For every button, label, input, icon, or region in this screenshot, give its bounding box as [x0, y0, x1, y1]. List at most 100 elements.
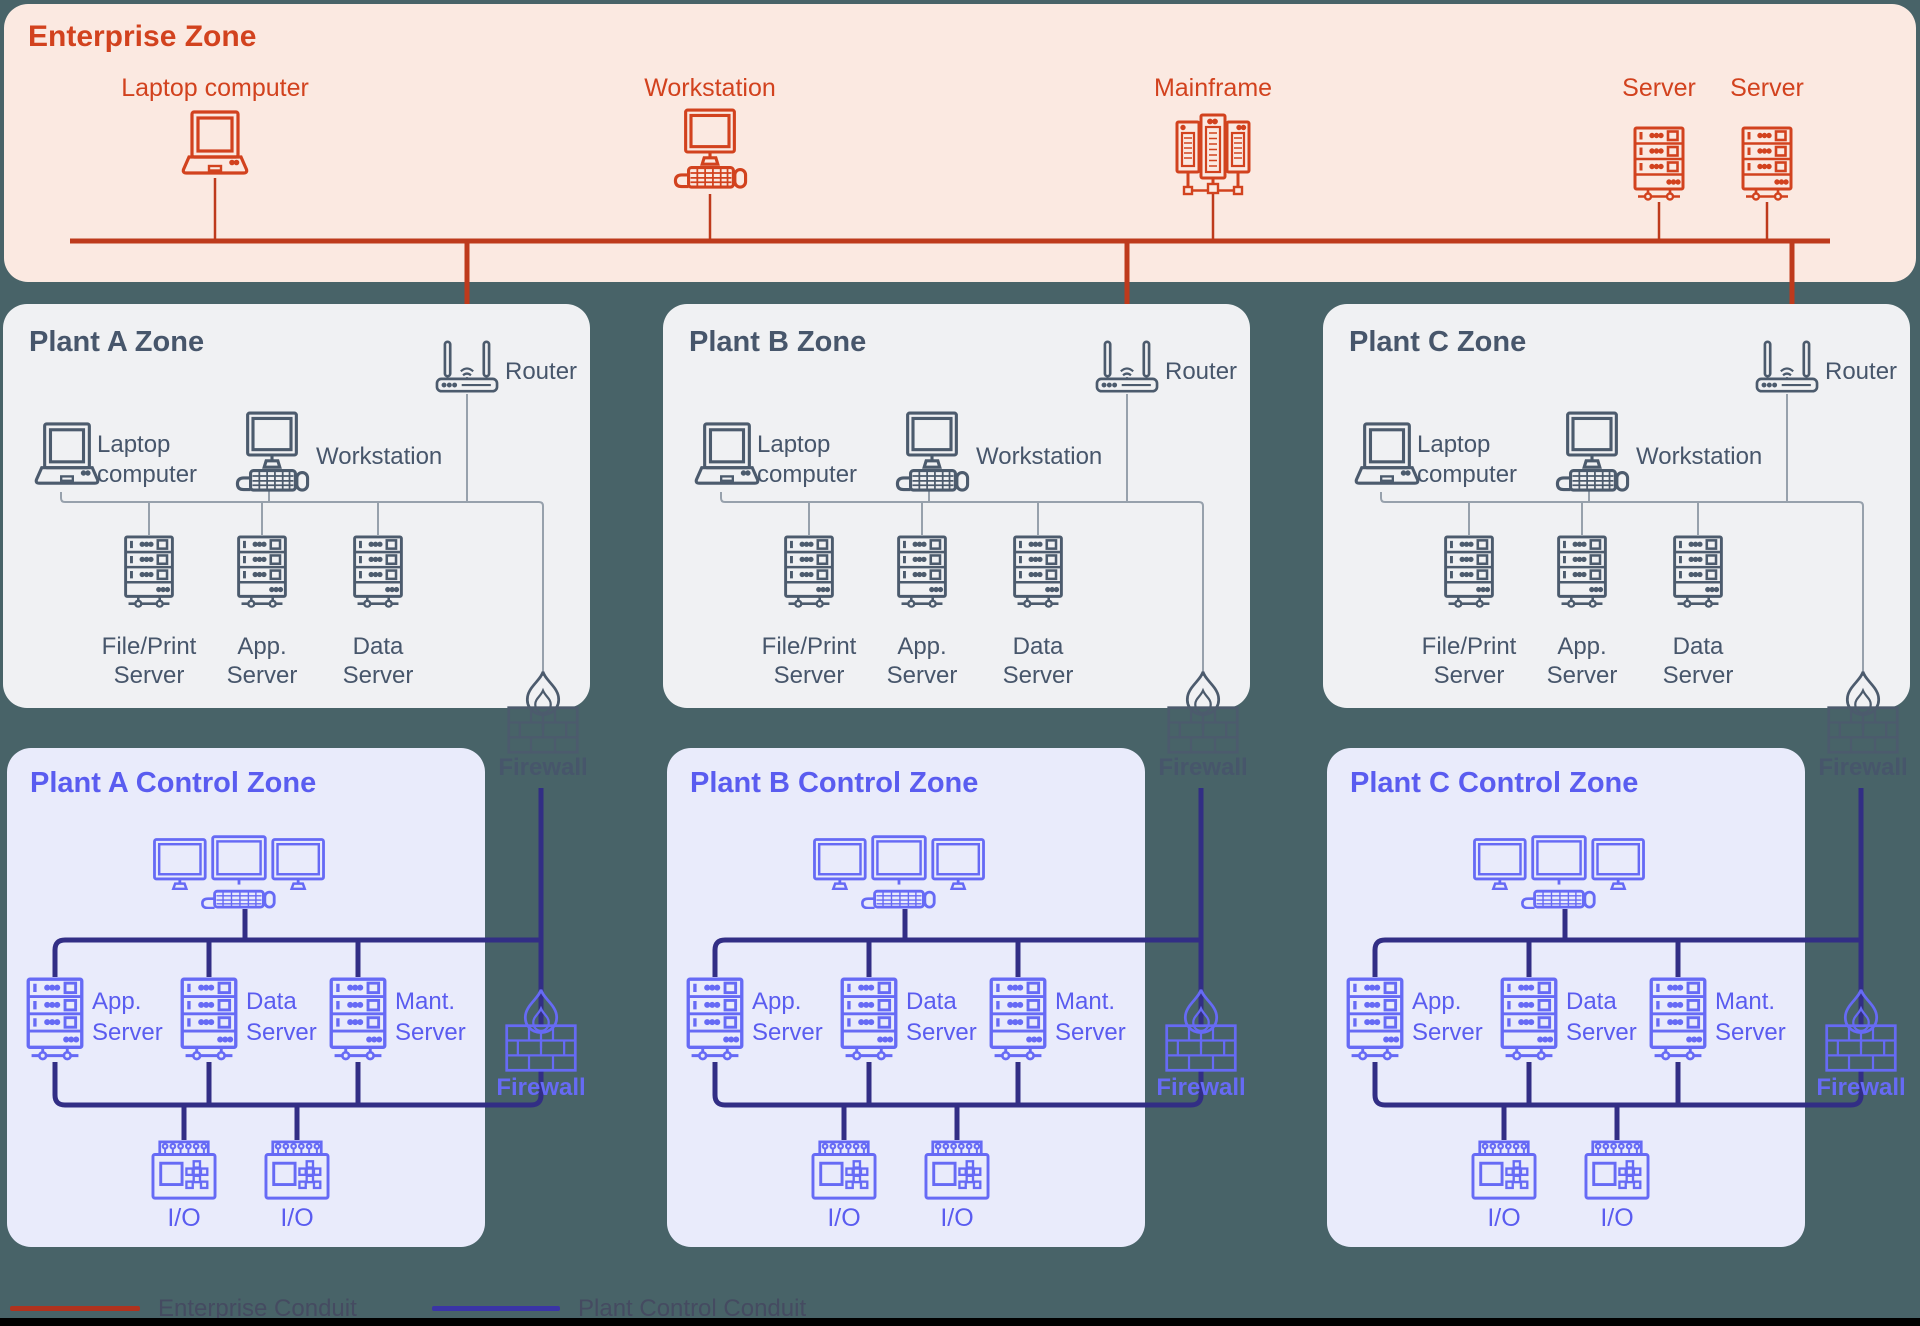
server-icon: [1633, 126, 1685, 204]
server-label: App.Server: [1412, 988, 1483, 1046]
server-icon: [236, 535, 288, 611]
io-label: I/O: [1600, 1204, 1634, 1232]
firewall-icon: [507, 670, 579, 754]
server-label: Mant.Server: [1715, 988, 1786, 1046]
firewall-label: Firewall: [1816, 1074, 1906, 1101]
laptop-icon: [1349, 422, 1425, 490]
server-icon: [686, 977, 744, 1064]
server-icon: [989, 977, 1047, 1064]
plant-c-firewall: Firewall: [1803, 670, 1920, 782]
server-icon: [352, 535, 404, 611]
laptop-icon: [29, 422, 105, 490]
server-label: App.Server: [92, 988, 163, 1046]
control-workstation-icon: [810, 832, 988, 909]
router-icon: [1095, 340, 1159, 393]
firewall-label: Firewall: [1158, 754, 1248, 781]
firewall-label: Firewall: [498, 754, 588, 781]
zone-title: Plant A Zone: [29, 326, 205, 358]
io-module-icon: [1471, 1138, 1537, 1202]
server-icon: [180, 977, 238, 1064]
io-label: I/O: [1487, 1204, 1521, 1232]
io-module-icon: [1584, 1138, 1650, 1202]
server-label: App.Server: [1546, 633, 1618, 689]
zone-title: Plant B Control Zone: [690, 767, 979, 799]
server-label: App.Server: [226, 633, 298, 689]
workstation-label: Workstation: [976, 443, 1103, 470]
workstation-label: Workstation: [316, 443, 443, 470]
firewall-icon: [505, 988, 577, 1072]
server-icon: [896, 535, 948, 611]
enterprise-device-label: Laptop computer: [121, 74, 309, 102]
firewall-icon: [1167, 670, 1239, 754]
server-icon: [1346, 977, 1404, 1064]
firewall-label: Firewall: [496, 1074, 586, 1101]
workstation-icon: [894, 411, 970, 499]
io-module-icon: [264, 1138, 330, 1202]
io-label: I/O: [940, 1204, 974, 1232]
bottom-bar: [0, 1318, 1920, 1326]
mainframe-icon: [1173, 112, 1253, 198]
server-icon: [1649, 977, 1707, 1064]
io-label: I/O: [280, 1204, 314, 1232]
plant-a-firewall: Firewall: [483, 670, 603, 782]
zone-title: Plant B Zone: [689, 326, 867, 358]
control-workstation-icon: [150, 832, 328, 909]
legend-plant-control-conduit-label: Plant Control Conduit: [578, 1295, 807, 1322]
enterprise-device-label: Mainframe: [1153, 74, 1273, 102]
enterprise-zone-title: Enterprise Zone: [28, 20, 257, 53]
router-label: Router: [1825, 358, 1898, 385]
server-icon: [329, 977, 387, 1064]
server-icon: [1556, 535, 1608, 611]
router-label: Router: [505, 358, 578, 385]
server-label: App.Server: [886, 633, 958, 689]
legend-enterprise-conduit-line: [10, 1306, 140, 1311]
io-label: I/O: [167, 1204, 201, 1232]
firewall-label: Firewall: [1156, 1074, 1246, 1101]
plant-b-firewall: Firewall: [1143, 670, 1263, 782]
control-firewall: Firewall: [1801, 988, 1920, 1102]
legend-plant-control-conduit-line: [432, 1306, 560, 1311]
enterprise-zone-connectors: [70, 178, 1830, 244]
server-icon: [1672, 535, 1724, 611]
firewall-icon: [1825, 988, 1897, 1072]
server-icon: [1443, 535, 1495, 611]
enterprise-device-label: Server: [1622, 74, 1696, 102]
workstation-icon: [672, 108, 748, 196]
server-icon: [840, 977, 898, 1064]
control-firewall: Firewall: [481, 988, 601, 1102]
control-workstation-icon: [1470, 832, 1648, 909]
zone-title: Plant C Control Zone: [1350, 767, 1639, 799]
firewall-label: Firewall: [1818, 754, 1908, 781]
server-label: Mant.Server: [395, 988, 466, 1046]
firewall-icon: [1165, 988, 1237, 1072]
io-module-icon: [151, 1138, 217, 1202]
enterprise-zone: Enterprise Zone Laptop computer Workstat…: [4, 4, 1916, 282]
laptop-icon: [176, 110, 254, 180]
zone-title: Plant A Control Zone: [30, 767, 317, 799]
enterprise-device-label: Server: [1730, 74, 1804, 102]
workstation-label: Workstation: [1636, 443, 1763, 470]
server-icon: [123, 535, 175, 611]
legend-enterprise-conduit-label: Enterprise Conduit: [158, 1295, 357, 1322]
server-icon: [783, 535, 835, 611]
io-module-icon: [924, 1138, 990, 1202]
server-icon: [1500, 977, 1558, 1064]
